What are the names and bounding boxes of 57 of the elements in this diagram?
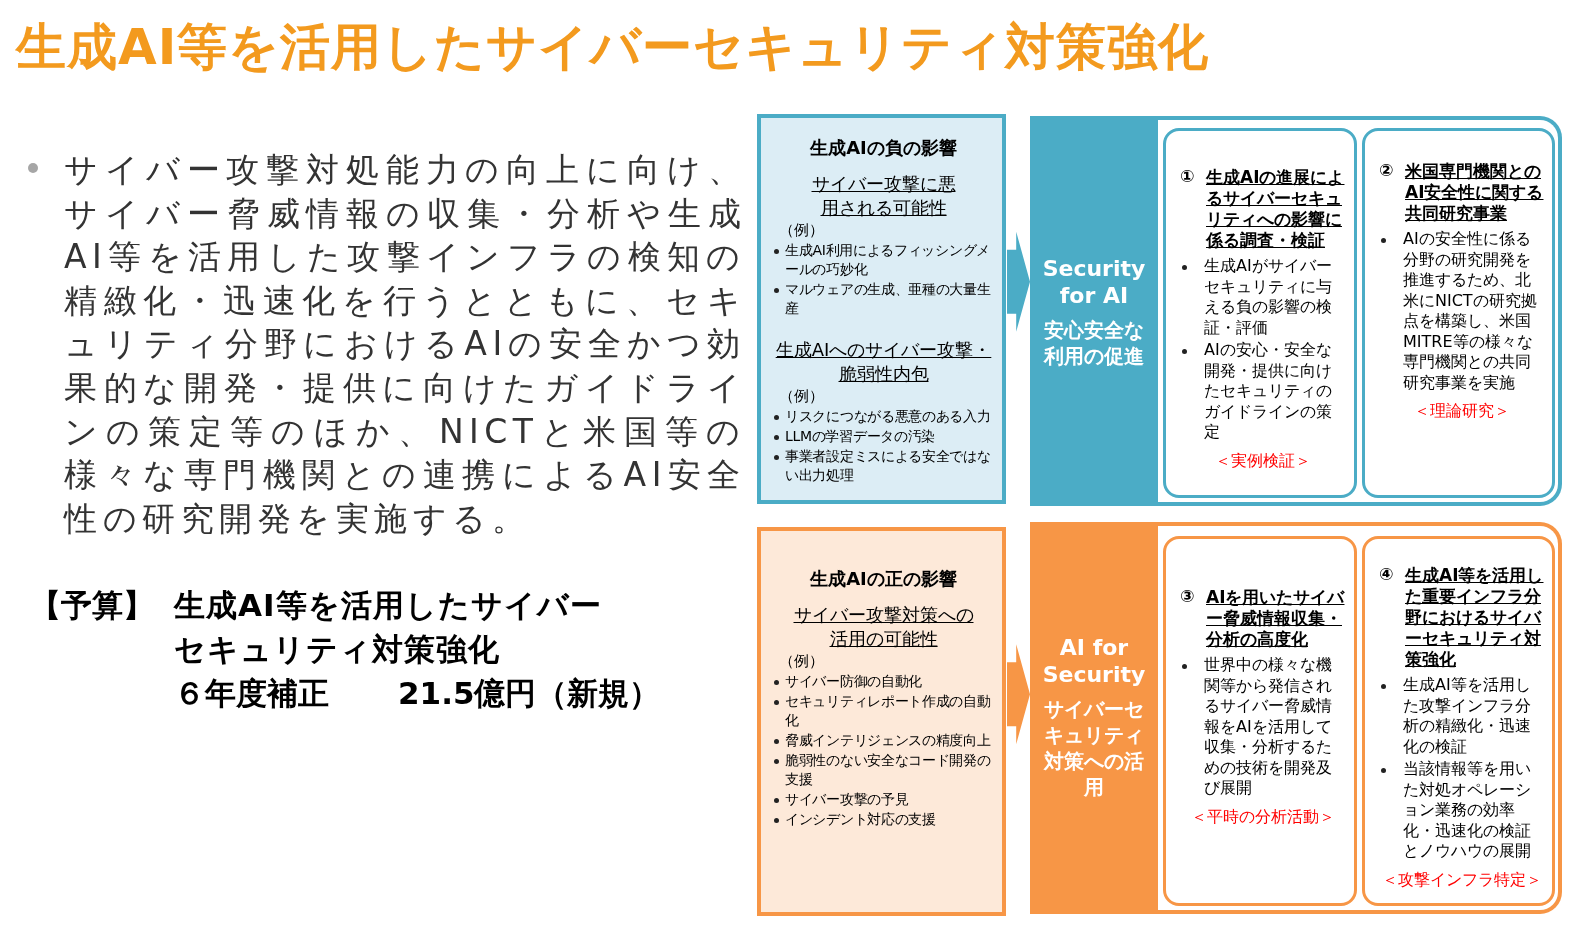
tag-label: ＜実例検証＞ — [1214, 450, 1312, 472]
box-heading: 生成AIの正の影響 — [809, 567, 958, 591]
card-heading: AIを用いたサイバー脅威情報収集・分析の高度化 — [1206, 587, 1346, 650]
impact-box — [757, 527, 1006, 916]
bullet-item: 生成AIがサイバーセキュリティに与える負の影響の検証・評価 — [1180, 256, 1346, 338]
band-title: Security for AI — [1041, 255, 1147, 309]
card-heading: 米国専門機関とのAI安全性に関する共同研究事業 — [1405, 161, 1544, 224]
bullet-item: 事業者設定ミスによる安全ではない出力処理 — [771, 447, 996, 485]
measure-card — [1163, 536, 1357, 906]
bullet-item: セキュリティレポート作成の自動化 — [771, 692, 996, 730]
budget-label: 【予算】 — [30, 586, 154, 625]
box-heading: 生成AIの負の影響 — [809, 136, 958, 160]
measure-card — [1362, 128, 1555, 498]
circled-number: ③ — [1180, 586, 1195, 606]
budget-title: 生成AI等を活用したサイバーセキュリティ対策強化 — [174, 586, 603, 669]
bullet-item: インシデント対応の支援 — [771, 810, 996, 829]
bullet-item: 生成AI利用によるフィッシングメールの巧妙化 — [771, 241, 996, 279]
band-subtitle: 安心安全な利用の促進 — [1042, 317, 1145, 369]
bullet-item: 世界中の様々な機関等から発信されるサイバー脅威情報をAIを活用して収集・分析するための技術を開発及び展開 — [1180, 655, 1346, 799]
example-label: （例） — [779, 220, 825, 240]
example-label: （例） — [779, 386, 825, 406]
subheading: サイバー攻撃に悪用される可能性 — [810, 172, 957, 220]
bullet-item: 脅威インテリジェンスの精度向上 — [771, 731, 996, 750]
bullet-item: 脆弱性のない安全なコード開発の支援 — [771, 751, 996, 789]
arrow — [1007, 644, 1030, 745]
budget-amount: 21.5億円（新規） — [398, 674, 661, 713]
bullet-item: 生成AI等を活用した攻撃インフラ分析の精緻化・迅速化の検証 — [1379, 675, 1544, 757]
bullet-item: 当該情報等を用いた対処オペレーション業務の効率化・迅速化の検証とノウハウの展開 — [1379, 759, 1544, 862]
bullet-item: LLMの学習データの汚染 — [771, 427, 996, 446]
card-heading: 生成AIの進展によるサイバーセキュリティへの影響に係る調査・検証 — [1206, 167, 1346, 251]
subheading: 生成AIへのサイバー攻撃・脆弱性内包 — [774, 338, 993, 386]
budget-year: ６年度補正 — [174, 674, 329, 713]
tag-label: ＜攻撃インフラ特定＞ — [1380, 869, 1543, 891]
tag-label: ＜理論研究＞ — [1412, 401, 1511, 422]
card-heading: 生成AI等を活用した重要インフラ分野におけるサイバーセキュリティ対策強化 — [1405, 565, 1544, 670]
category-panel — [1030, 116, 1562, 506]
measure-card — [1163, 128, 1357, 498]
circled-number: ② — [1379, 160, 1394, 180]
paragraph: サイバー攻撃対処能力の向上に向け、サイバー脅威情報の収集・分析や生成AI等を活用した攻撃インフラの検知の精緻化・迅速化を行うとともに、セキュリティ分野におけるAIの安全かつ効果的な開発・提供に向けたガイドラインの策定等のほか、NICTと米国等の様々な専門機関との連携によるAI安全性の研究開発を実施する。 — [64, 149, 746, 540]
circled-number: ① — [1180, 166, 1195, 186]
bullet-item: AIの安心・安全な開発・提供に向けたセキュリティのガイドラインの策定 — [1180, 340, 1346, 443]
impact-box — [757, 114, 1006, 504]
category-panel — [1030, 522, 1562, 914]
bullet-item: マルウェアの生成、亜種の大量生産 — [771, 280, 996, 318]
circled-number: ④ — [1379, 564, 1394, 584]
bullet-item: AIの安全性に係る分野の研究開発を推進するため、北米にNICTの研究拠点を構築し、米国MITRE等の様々な専門機関との共同研究事業を実施 — [1379, 229, 1544, 393]
band-title: AI for Security — [1041, 634, 1147, 688]
bullet-item: サイバー攻撃の予見 — [771, 790, 996, 809]
subheading: サイバー攻撃対策への活用の可能性 — [792, 603, 975, 651]
title: 生成AI等を活用したサイバーセキュリティ対策強化 — [16, 17, 1210, 78]
example-label: （例） — [779, 651, 825, 671]
bullet-item: サイバー防御の自動化 — [771, 672, 996, 691]
tag-label: ＜平時の分析活動＞ — [1190, 806, 1336, 828]
measure-card — [1362, 536, 1555, 906]
arrow — [1007, 231, 1030, 332]
bullet-item: リスクにつながる悪意のある入力 — [771, 407, 996, 426]
band-subtitle: サイバーセキュリティ対策への活用 — [1042, 696, 1145, 800]
